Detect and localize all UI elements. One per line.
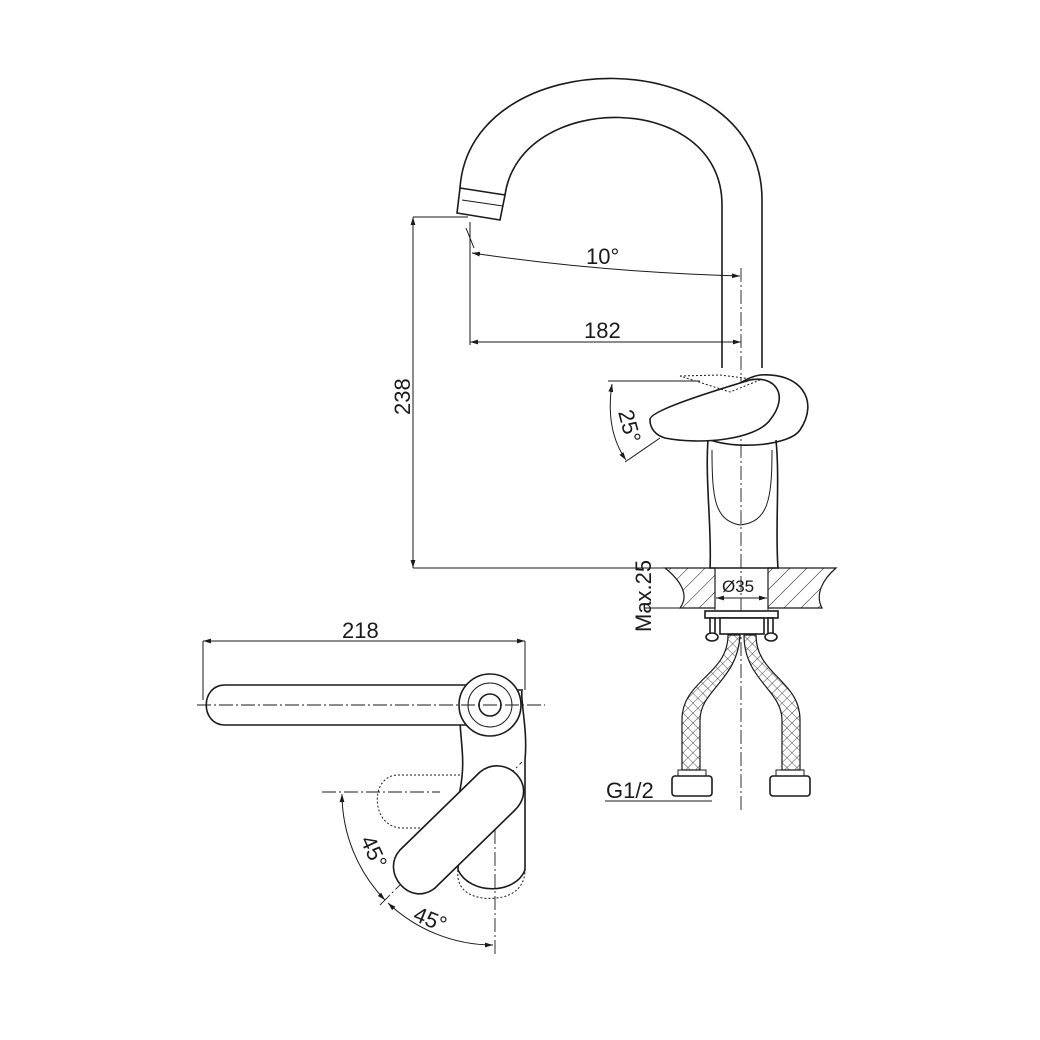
top-view: 218 45° 45° (197, 618, 545, 955)
hose-nut-left (671, 775, 713, 797)
lever-angle-label: 25° (613, 407, 646, 446)
lever-left-position (376, 774, 460, 829)
spout (459, 77, 763, 368)
reach-label: 182 (584, 318, 621, 343)
lever-handle (649, 378, 781, 442)
thread-label: G1/2 (606, 778, 654, 803)
rotation-left-label: 45° (355, 832, 392, 873)
rotation-right-label: 45° (410, 901, 450, 937)
side-view: 25° 238 10° 182 Ø35 Max.25 (390, 77, 838, 810)
aerator-nozzle (456, 187, 506, 221)
countertop-section (663, 567, 838, 609)
lever-raised-position (679, 374, 761, 393)
hose-left (681, 634, 741, 771)
spout-angle-label: 10° (586, 244, 619, 269)
lever-right-position (457, 869, 526, 899)
hole-diameter-label: Ø35 (722, 577, 754, 596)
faucet-body (706, 439, 779, 569)
mounting-plate (704, 610, 779, 619)
spout-top (205, 684, 481, 726)
lever-top (392, 765, 525, 895)
max-thickness-label: Max.25 (631, 560, 656, 632)
height-label: 238 (390, 378, 415, 415)
hose-nut-right (769, 775, 811, 797)
length-label: 218 (342, 618, 379, 643)
hose-right (743, 634, 801, 771)
